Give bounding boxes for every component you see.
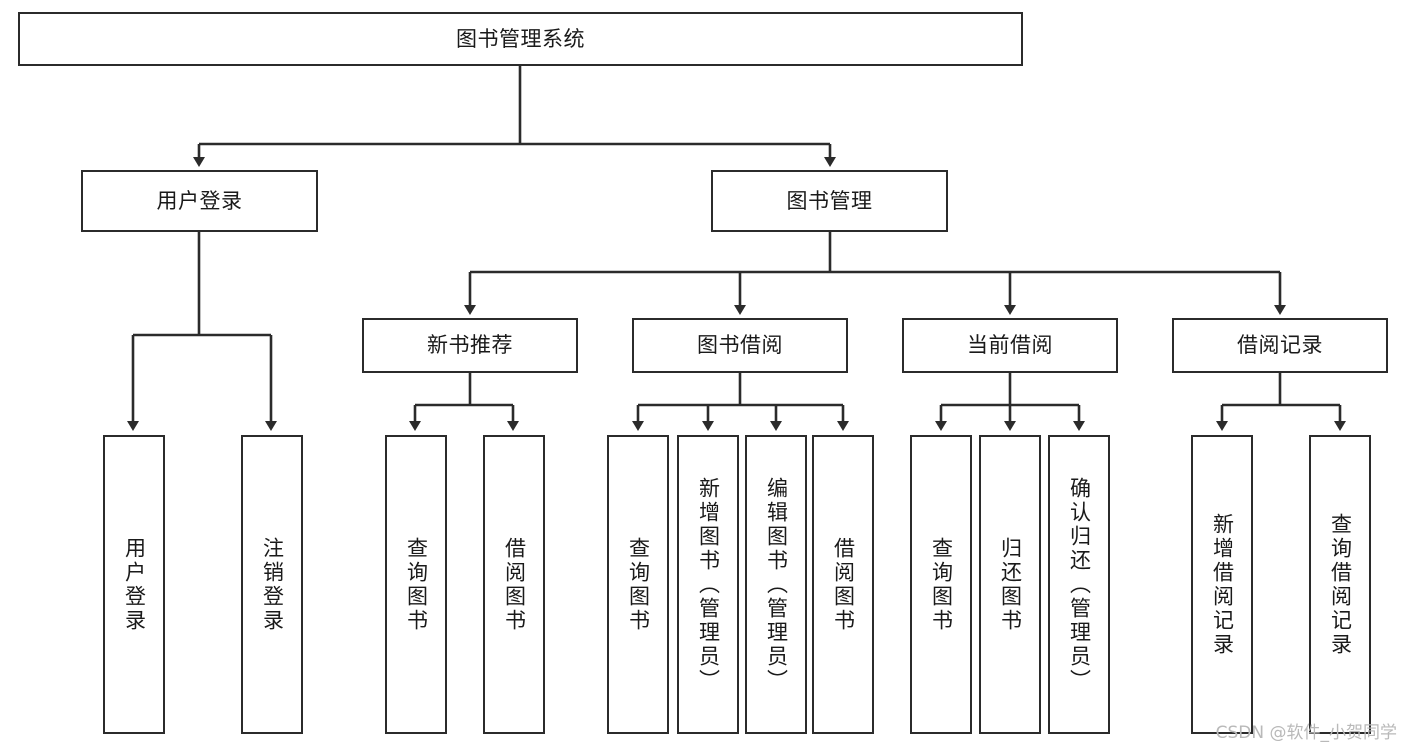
leaf-book-borrow-edit[interactable]: 编辑图书（管理员） [745,435,807,734]
node-root-book-management-system[interactable]: 图书管理系统 [18,12,1023,66]
node-label: 新增借阅记录 [1210,512,1235,657]
node-current-borrow[interactable]: 当前借阅 [902,318,1118,373]
leaf-book-borrow-query[interactable]: 查询图书 [607,435,669,734]
leaf-borrow-record-query[interactable]: 查询借阅记录 [1309,435,1371,734]
node-label: 查询借阅记录 [1328,512,1353,657]
node-new-book-recommend[interactable]: 新书推荐 [362,318,578,373]
node-borrow-record[interactable]: 借阅记录 [1172,318,1388,373]
leaf-borrow-record-add[interactable]: 新增借阅记录 [1191,435,1253,734]
node-label: 当前借阅 [967,333,1053,358]
node-label: 新增图书（管理员） [696,476,721,693]
leaf-current-borrow-query[interactable]: 查询图书 [910,435,972,734]
node-label: 查询图书 [404,536,429,633]
node-user-login[interactable]: 用户登录 [81,170,318,232]
leaf-user-login-logout[interactable]: 注销登录 [241,435,303,734]
leaf-user-login-login[interactable]: 用户登录 [103,435,165,734]
node-label: 查询图书 [626,536,651,633]
leaf-new-book-borrow[interactable]: 借阅图书 [483,435,545,734]
node-label: 借阅图书 [502,536,527,633]
leaf-new-book-query[interactable]: 查询图书 [385,435,447,734]
node-label: 编辑图书（管理员） [764,476,789,693]
node-label: 图书借阅 [697,333,783,358]
leaf-book-borrow-borrow[interactable]: 借阅图书 [812,435,874,734]
node-label: 图书管理 [786,188,873,213]
node-book-borrow[interactable]: 图书借阅 [632,318,848,373]
node-label: 确认归还（管理员） [1067,476,1092,693]
node-label: 新书推荐 [427,333,513,358]
node-label: 图书管理系统 [456,26,585,51]
node-label: 查询图书 [929,536,954,633]
leaf-book-borrow-add[interactable]: 新增图书（管理员） [677,435,739,734]
leaf-current-borrow-return[interactable]: 归还图书 [979,435,1041,734]
node-label: 借阅图书 [831,536,856,633]
node-label: 用户登录 [122,536,147,633]
node-label: 借阅记录 [1237,333,1323,358]
node-label: 注销登录 [260,536,285,633]
node-book-management[interactable]: 图书管理 [711,170,948,232]
node-label: 用户登录 [156,188,243,213]
leaf-current-borrow-confirm-return[interactable]: 确认归还（管理员） [1048,435,1110,734]
watermark: CSDN @软件_小贺同学 [1215,723,1397,743]
node-label: 归还图书 [998,536,1023,633]
